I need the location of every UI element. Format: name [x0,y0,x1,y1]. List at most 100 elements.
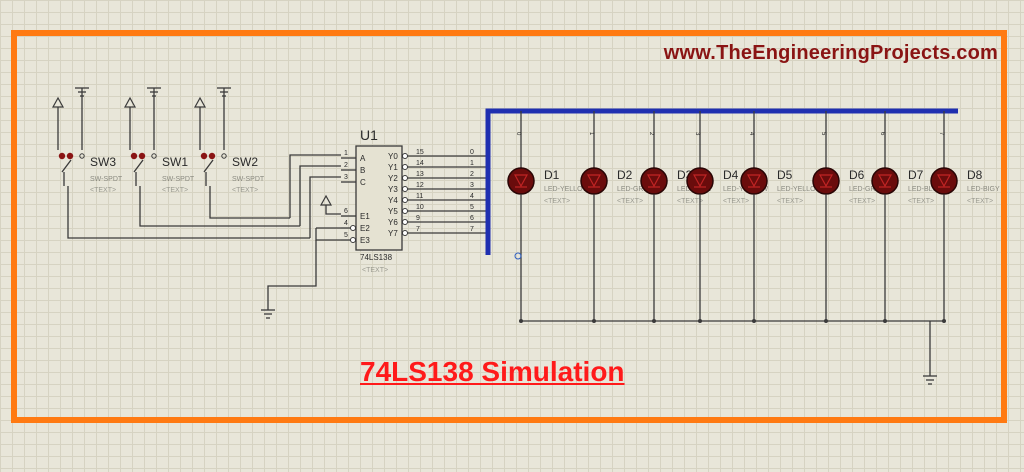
chip-input-pin-b: 2 [344,162,348,169]
led-d3-tag-label: <TEXT> [677,198,703,205]
led-d8-type-label: LED-BIGY [967,186,1000,193]
switch-sw3-lever [61,159,72,173]
switch-sw1-ref-label: SW1 [162,155,188,169]
led-d8-tag-label: <TEXT> [967,198,993,205]
switch-sw2-tag-label: <TEXT> [232,187,258,194]
chip-output-pin-4: 11 [416,193,423,200]
led-d5-type-label: LED-YELLOW [777,186,823,193]
chip-part-label: 74LS138 [360,253,393,262]
chip-input-name-e2: E2 [360,224,370,233]
chip-output-name-1: Y1 [388,163,398,172]
switch-sw2-type-label: SW-SPDT [232,176,265,183]
led-d7-type-label: LED-BLUE [908,186,943,193]
switch-sw1-type-label: SW-SPDT [162,176,195,183]
chip-output-pin-5: 10 [416,204,424,211]
watermark-text: www.TheEngineeringProjects.com [663,42,998,64]
chip-output-name-5: Y5 [388,207,398,216]
led-d1-type-label: LED-YELLOW [544,186,590,193]
led-d8-diode-symbol [936,174,952,188]
chip-output-name-7: Y7 [388,229,398,238]
simulation-caption: 74LS138 Simulation [360,356,625,387]
led-d6-net-label: 5 [820,132,826,136]
wire-sw3-to-c [309,176,341,238]
switch-sw1-contact-a [130,152,138,160]
wire-sw3-down [67,186,310,239]
led-d1-ref-label: D1 [544,168,560,182]
switch-sw3-ref-label: SW3 [90,155,116,169]
chip-input-name-e1: E1 [360,212,370,221]
chip-input-pin-e3: 5 [344,232,348,239]
chip-input-name-c: C [360,178,366,187]
led-d7-ref-label: D7 [908,168,924,182]
led-d8-net-label: 7 [938,132,944,136]
chip-output-name-0: Y0 [388,152,398,161]
chip-output-name-2: Y2 [388,174,398,183]
led-d5-net-label: 4 [748,132,754,136]
switch-sw1-contact-c [151,153,157,159]
led-d4-net-label: 3 [694,132,700,136]
wire-sw2-to-a [289,154,341,218]
switch-sw2-contact-c [221,153,227,159]
chip-74ls138-body [355,145,403,251]
chip-text-tag: <TEXT> [362,267,388,274]
wire-e1 [325,209,341,215]
led-d5-tag-label: <TEXT> [777,198,803,205]
led-d4-ref-label: D4 [723,168,739,182]
led-d6-ref-label: D6 [849,168,865,182]
chip-input-bubble-e3 [350,237,356,243]
chip-output-bus-label-3: 3 [470,182,474,189]
wire-sw1-to-b [299,165,341,226]
chip-output-bus-label-4: 4 [470,193,474,200]
led-d6-type-label: LED-GREEN [849,186,890,193]
chip-output-name-4: Y4 [388,196,398,205]
chip-input-pin-e1: 6 [344,208,348,215]
led-d1-diode-symbol [513,174,529,188]
led-d6-tag-label: <TEXT> [849,198,875,205]
chip-output-name-3: Y3 [388,185,398,194]
switch-sw3-type-label: SW-SPDT [90,176,123,183]
chip-output-bus-label-2: 2 [470,171,474,178]
chip-input-name-a: A [360,154,366,163]
led-d6-diode-symbol [818,174,834,188]
chip-output-bus-label-7: 7 [470,226,474,233]
switch-sw2-lever [203,159,214,173]
led-d1-tag-label: <TEXT> [544,198,570,205]
switch-sw3-tag-label: <TEXT> [90,187,116,194]
chip-output-pin-1: 14 [416,160,424,167]
chip-input-pin-a: 1 [344,150,348,157]
led-d3-net-label: 2 [648,132,654,136]
chip-output-pin-6: 9 [416,215,420,222]
switch-sw2-contact-b [208,152,216,160]
orange-frame [11,30,1007,423]
switch-sw3-contact-b [66,152,74,160]
led-d1-net-label: 0 [515,132,521,136]
led-d5-diode-symbol [746,174,762,188]
chip-output-pin-0: 15 [416,149,424,156]
led-d2-diode-symbol [586,174,602,188]
chip-input-name-e3: E3 [360,236,370,245]
switch-sw1-contact-b [138,152,146,160]
switch-sw2-contact-a [200,152,208,160]
switch-sw1-lever [133,159,144,173]
chip-input-name-b: B [360,166,365,175]
chip-output-pin-3: 12 [416,182,424,189]
chip-input-pin-c: 3 [344,174,348,181]
led-d7-diode-symbol [877,174,893,188]
chip-input-bubble-e2 [350,225,356,231]
led-d2-type-label: LED-GREEN [617,186,658,193]
led-d7-tag-label: <TEXT> [908,198,934,205]
chip-input-pin-e2: 4 [344,220,348,227]
chip-output-bus-label-1: 1 [470,160,474,167]
wire-sw2-down [209,186,290,219]
led-d3-diode-symbol [646,174,662,188]
chip-output-pin-7: 7 [416,226,420,233]
led-d5-ref-label: D5 [777,168,793,182]
probe-marker-icon [514,252,522,260]
wire-enable-gnd [267,240,317,310]
switch-sw2-ref-label: SW2 [232,155,258,169]
chip-output-bus-label-0: 0 [470,149,474,156]
led-d2-net-label: 1 [588,132,594,136]
chip-output-bus-label-6: 6 [470,215,474,222]
chip-output-bus-label-5: 5 [470,204,474,211]
